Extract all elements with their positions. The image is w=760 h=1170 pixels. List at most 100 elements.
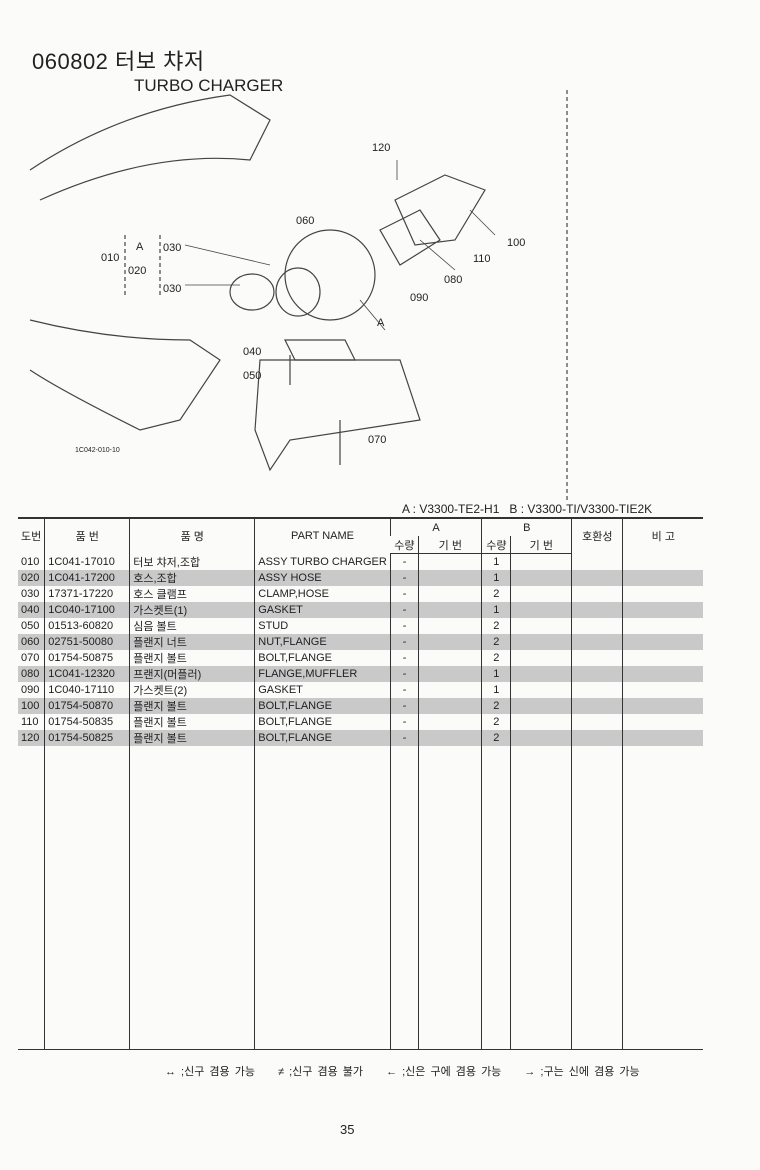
row-part-no: 01754-50875 (44, 650, 130, 666)
row-b-qty: 1 (481, 602, 511, 618)
row-name-kr: 프랜지(머플러) (129, 666, 255, 682)
row-remarks (622, 698, 704, 714)
row-no: 070 (21, 652, 40, 664)
row-a-qty: - (389, 682, 419, 698)
row-remarks (622, 586, 704, 602)
row-a-qty: - (389, 650, 419, 666)
row-b-code (510, 570, 572, 586)
row-name-kr: 가스켓트(1) (129, 602, 255, 618)
row-b-code (510, 618, 572, 634)
row-b-qty: 2 (481, 698, 511, 714)
row-b-code (510, 650, 572, 666)
row-remarks (622, 714, 704, 730)
svg-text:100: 100 (507, 237, 525, 249)
row-part-no: 17371-17220 (44, 586, 130, 602)
row-part-no: 1C040-17100 (44, 602, 130, 618)
row-part-no: 1C041-17010 (44, 553, 130, 570)
row-part-name: STUD (254, 618, 391, 634)
row-a-qty: - (389, 714, 419, 730)
row-name-kr: 플랜지 볼트 (129, 730, 255, 746)
row-a-code (418, 650, 482, 666)
turbo-housing (284, 229, 376, 321)
row-part-no: 1C041-12320 (44, 666, 130, 682)
row-no: 100 (18, 698, 45, 714)
svg-text:A: A (377, 317, 385, 329)
row-compat (571, 682, 623, 698)
row-a-qty: - (389, 730, 419, 746)
row-no: 010 (21, 555, 40, 568)
row-remarks (622, 602, 704, 618)
parts-table: 도번 품 번 품 명 PART NAME A B 호환성 비 고 수량 기 번 … (18, 517, 704, 1050)
row-part-name: ASSY TURBO CHARGER (254, 553, 391, 570)
section-subtitle: TURBO CHARGER (134, 76, 284, 95)
row-no: 040 (18, 602, 45, 618)
row-b-code (510, 730, 572, 746)
section-title: 060802 터보 챠저 (32, 49, 205, 74)
row-a-qty: - (389, 570, 419, 586)
svg-text:060: 060 (296, 215, 314, 227)
row-no: 020 (18, 570, 45, 586)
row-name-kr: 호스,조합 (129, 570, 255, 586)
row-a-code (418, 682, 482, 698)
svg-text:1C042-010-10: 1C042-010-10 (75, 447, 120, 454)
row-a-qty: - (389, 666, 419, 682)
col-no: 도번 (18, 517, 45, 554)
col-a-code: 기 번 (418, 536, 482, 554)
svg-text:A: A (136, 241, 144, 253)
row-b-qty: 1 (481, 682, 511, 698)
row-remarks (622, 650, 704, 666)
legend-item: → ;구는 신에 겸용 가능 (524, 1066, 640, 1078)
row-compat (571, 650, 623, 666)
gasket (284, 339, 356, 361)
row-b-code (510, 666, 572, 682)
row-name-kr: 플랜지 볼트 (129, 698, 255, 714)
page-number: 35 (340, 1122, 355, 1137)
row-b-code (510, 553, 572, 570)
row-remarks (622, 634, 704, 650)
row-a-qty: - (389, 586, 419, 602)
row-b-qty: 2 (481, 730, 511, 746)
row-b-qty: 1 (481, 553, 511, 570)
svg-text:030: 030 (163, 242, 181, 254)
svg-text:120: 120 (372, 142, 390, 154)
row-compat (571, 634, 623, 650)
row-remarks (622, 666, 704, 682)
row-name-kr: 플랜지 볼트 (129, 714, 255, 730)
row-b-qty: 2 (481, 650, 511, 666)
row-compat (571, 553, 623, 570)
row-compat (571, 586, 623, 602)
row-compat (571, 666, 623, 682)
row-a-code (418, 698, 482, 714)
row-b-qty: 1 (481, 666, 511, 682)
row-a-qty: - (389, 618, 419, 634)
row-part-no: 01754-50835 (44, 714, 130, 730)
row-name-kr: 가스켓트(2) (129, 682, 255, 698)
svg-text:080: 080 (444, 274, 462, 286)
row-a-code (418, 730, 482, 746)
row-part-name: BOLT,FLANGE (254, 714, 391, 730)
svg-text:090: 090 (410, 292, 428, 304)
svg-text:050: 050 (243, 370, 261, 382)
row-b-qty: 2 (481, 586, 511, 602)
row-b-code (510, 602, 572, 618)
row-no: 030 (21, 588, 40, 600)
row-no: 120 (18, 730, 45, 746)
row-a-qty: - (389, 553, 419, 570)
row-b-code (510, 714, 572, 730)
svg-text:070: 070 (368, 434, 386, 446)
row-remarks (622, 618, 704, 634)
row-b-code (510, 682, 572, 698)
row-compat (571, 698, 623, 714)
row-name-kr: 터보 챠저,조합 (129, 553, 255, 570)
row-part-name: ASSY HOSE (254, 570, 391, 586)
row-a-code (418, 666, 482, 682)
